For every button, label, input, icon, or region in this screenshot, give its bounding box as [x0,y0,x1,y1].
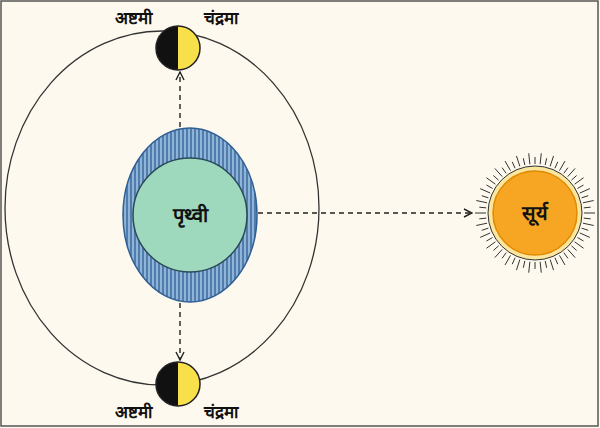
body-label: पृथ्वी [173,203,208,227]
dashed-arrow [179,72,180,127]
moon-phase [80,6,280,72]
moon-label: चंद्रमा [204,8,238,28]
moon-node: अष्टमी चंद्रमा [80,360,280,424]
earth-node: पृथ्वी [122,127,258,303]
dashed-arrow [179,303,180,360]
moon-phase [80,360,280,424]
phase-label: अष्टमी [115,402,152,422]
sun-node: सूर्य [472,150,598,276]
body-label: सूर्य [522,201,548,225]
moon-node: अष्टमी चंद्रमा [80,6,280,72]
phase-label: अष्टमी [115,8,152,28]
dashed-arrow [258,212,472,213]
moon-orbit [5,31,319,385]
moon-label: चंद्रमा [204,402,238,422]
